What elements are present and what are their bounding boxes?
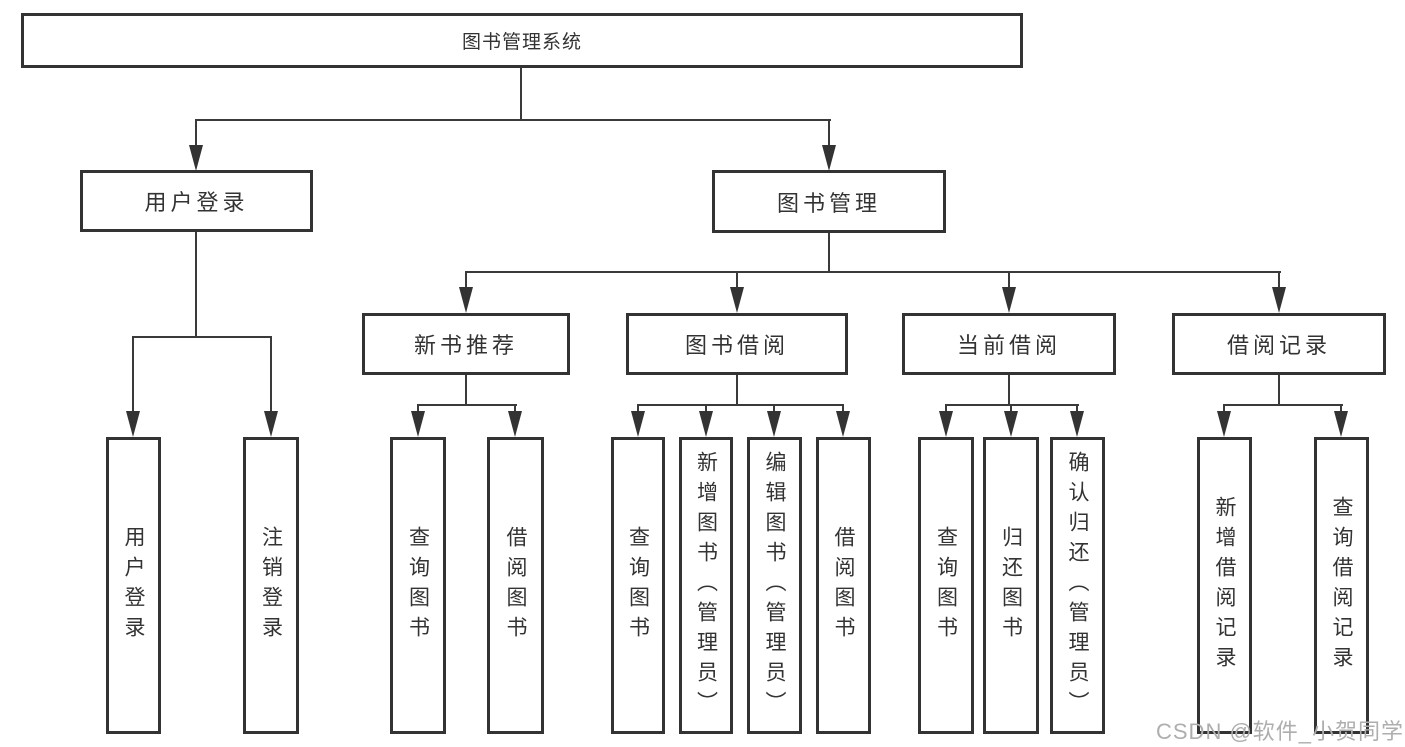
leaf-query-books-borrowing: 查询图书 <box>611 437 665 734</box>
arrowhead-down-icon <box>1070 411 1084 437</box>
node-user-login: 用户登录 <box>80 170 313 232</box>
connector <box>945 404 1079 406</box>
connector <box>736 271 738 289</box>
arrowhead-down-icon <box>1272 287 1286 313</box>
arrowhead-down-icon <box>822 145 836 171</box>
leaf-borrow-books-borrowing: 借阅图书 <box>816 437 871 734</box>
arrowhead-down-icon <box>730 287 744 313</box>
connector <box>773 404 775 416</box>
arrowhead-down-icon <box>189 145 203 171</box>
connector <box>828 119 830 149</box>
arrowhead-down-icon <box>508 411 522 437</box>
connector <box>132 336 134 413</box>
leaf-query-borrow-record: 查询借阅记录 <box>1314 437 1369 734</box>
connector <box>1008 271 1010 289</box>
arrowhead-down-icon <box>411 411 425 437</box>
connector <box>270 336 272 413</box>
connector <box>465 271 467 289</box>
connector <box>1076 404 1078 416</box>
arrowhead-down-icon <box>939 411 953 437</box>
arrowhead-down-icon <box>699 411 713 437</box>
node-current-borrowing: 当前借阅 <box>902 313 1116 375</box>
leaf-add-books-admin: 新增图书（管理员） <box>679 437 733 734</box>
node-borrowing-records: 借阅记录 <box>1172 313 1386 375</box>
leaf-borrow-books-recommendation: 借阅图书 <box>487 437 544 734</box>
connector <box>1278 271 1280 289</box>
arrowhead-down-icon <box>836 411 850 437</box>
leaf-confirm-return-admin: 确认归还（管理员） <box>1050 437 1105 734</box>
leaf-return-books: 归还图书 <box>983 437 1039 734</box>
connector <box>195 119 831 121</box>
connector <box>637 404 844 406</box>
connector <box>1223 404 1225 416</box>
arrowhead-down-icon <box>459 287 473 313</box>
leaf-query-books-current: 查询图书 <box>918 437 974 734</box>
arrowhead-down-icon <box>264 411 278 437</box>
connector <box>465 271 1281 273</box>
connector <box>417 404 517 406</box>
connector <box>736 375 738 406</box>
connector <box>195 119 197 149</box>
node-new-book-recommendation: 新书推荐 <box>362 313 570 375</box>
connector <box>637 404 639 416</box>
arrowhead-down-icon <box>1004 411 1018 437</box>
leaf-query-books-recommendation: 查询图书 <box>390 437 446 734</box>
connector <box>1340 404 1342 416</box>
node-book-borrowing: 图书借阅 <box>626 313 848 375</box>
node-library-management-system: 图书管理系统 <box>21 13 1023 68</box>
connector <box>842 404 844 416</box>
connector <box>132 336 272 338</box>
arrowhead-down-icon <box>1334 411 1348 437</box>
leaf-edit-books-admin: 编辑图书（管理员） <box>747 437 802 734</box>
connector <box>1223 404 1343 406</box>
connector <box>195 232 197 338</box>
node-book-management: 图书管理 <box>712 170 946 233</box>
connector <box>465 375 467 406</box>
connector <box>828 233 830 273</box>
connector <box>1010 404 1012 416</box>
connector <box>520 68 522 121</box>
arrowhead-down-icon <box>1217 411 1231 437</box>
connector <box>945 404 947 416</box>
arrowhead-down-icon <box>1002 287 1016 313</box>
connector <box>1278 375 1280 406</box>
arrowhead-down-icon <box>631 411 645 437</box>
leaf-add-borrow-record: 新增借阅记录 <box>1197 437 1252 734</box>
leaf-logout: 注销登录 <box>243 437 299 734</box>
arrowhead-down-icon <box>767 411 781 437</box>
leaf-user-login: 用户登录 <box>106 437 161 734</box>
connector <box>1008 375 1010 406</box>
connector <box>705 404 707 416</box>
arrowhead-down-icon <box>126 411 140 437</box>
watermark: CSDN @软件_小贺同学 <box>1156 719 1405 744</box>
connector <box>417 404 419 416</box>
connector <box>514 404 516 416</box>
